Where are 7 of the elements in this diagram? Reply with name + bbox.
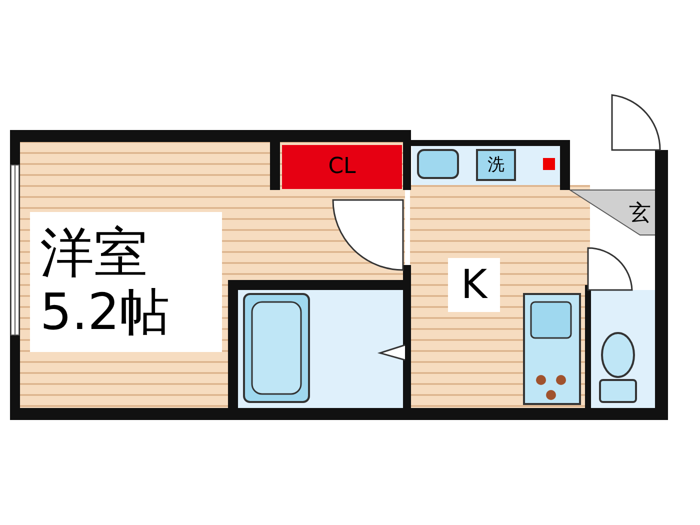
closet-label: CL	[282, 145, 402, 189]
laundry-label: 洗	[476, 149, 516, 181]
room-size: 5.2帖	[40, 284, 170, 342]
entrance-label: 玄	[622, 197, 658, 231]
room-label	[30, 212, 222, 352]
kitchen-label: K	[448, 258, 500, 312]
room-name: 洋室	[40, 222, 148, 284]
